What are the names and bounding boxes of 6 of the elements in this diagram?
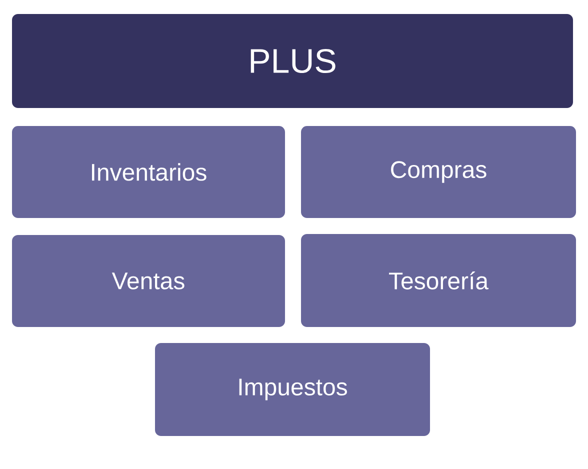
module-box: Inventarios (12, 126, 285, 218)
module-box: Compras (301, 126, 576, 218)
module-box: PLUS (12, 14, 573, 108)
module-box: Impuestos (155, 343, 430, 436)
module-box: Ventas (12, 235, 285, 327)
module-box: Tesorería (301, 234, 576, 327)
